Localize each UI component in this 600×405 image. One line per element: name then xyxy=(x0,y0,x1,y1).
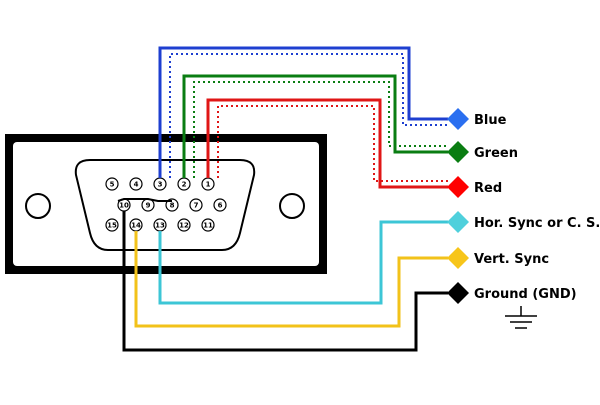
svg-text:14: 14 xyxy=(131,222,141,230)
wire-vsync xyxy=(134,231,448,328)
d-sub-shell xyxy=(74,159,256,251)
connector-pins: 5 4 3 2 1 10 9 8 7 6 15 14 13 12 11 xyxy=(105,177,227,232)
pin-13: 13 xyxy=(153,218,167,232)
ground-symbol xyxy=(505,306,537,329)
marker-hsync xyxy=(447,211,469,233)
label-green: Green xyxy=(474,146,518,161)
wire-green-return xyxy=(193,81,448,178)
left-screw-hole xyxy=(25,193,51,219)
pin-3: 3 xyxy=(153,177,167,191)
label-red: Red xyxy=(474,181,502,196)
wire-red xyxy=(206,98,448,189)
signal-wires xyxy=(122,46,448,352)
wire-blue xyxy=(158,46,448,178)
svg-text:1: 1 xyxy=(206,181,211,189)
signal-markers xyxy=(447,108,469,304)
ground-bridge xyxy=(117,198,172,202)
pin-2: 2 xyxy=(177,177,191,191)
svg-text:13: 13 xyxy=(155,222,165,230)
pin-5: 5 xyxy=(105,177,119,191)
svg-text:2: 2 xyxy=(182,181,187,189)
pin-12: 12 xyxy=(177,218,191,232)
pin-7: 7 xyxy=(189,198,203,212)
label-ground: Ground (GND) xyxy=(474,287,577,302)
svg-text:5: 5 xyxy=(110,181,115,189)
pin-14: 14 xyxy=(129,218,143,232)
svg-text:7: 7 xyxy=(194,202,199,210)
svg-text:8: 8 xyxy=(170,202,175,210)
wire-green xyxy=(182,74,448,178)
svg-text:3: 3 xyxy=(158,181,163,189)
pin-11: 11 xyxy=(201,218,215,232)
svg-text:12: 12 xyxy=(179,222,189,230)
right-screw-hole xyxy=(279,193,305,219)
wire-blue-return xyxy=(169,53,448,178)
svg-text:15: 15 xyxy=(107,222,117,230)
svg-text:10: 10 xyxy=(119,202,129,210)
pin-6: 6 xyxy=(213,198,227,212)
svg-text:6: 6 xyxy=(218,202,223,210)
wire-hsync xyxy=(158,220,448,305)
svg-text:4: 4 xyxy=(134,181,139,189)
signal-labels: Blue Green Red Hor. Sync or C. S. Vert. … xyxy=(474,113,600,302)
label-hsync: Hor. Sync or C. S. xyxy=(474,216,600,231)
wire-ground xyxy=(122,211,448,352)
marker-vsync xyxy=(447,247,469,269)
pin-15: 15 xyxy=(105,218,119,232)
label-blue: Blue xyxy=(474,113,507,128)
marker-ground xyxy=(447,282,469,304)
svg-text:11: 11 xyxy=(203,222,213,230)
marker-red xyxy=(447,176,469,198)
svg-text:9: 9 xyxy=(146,202,151,210)
pin-4: 4 xyxy=(129,177,143,191)
marker-blue xyxy=(447,108,469,130)
label-vsync: Vert. Sync xyxy=(474,252,549,267)
marker-green xyxy=(447,141,469,163)
pin-1: 1 xyxy=(201,177,215,191)
